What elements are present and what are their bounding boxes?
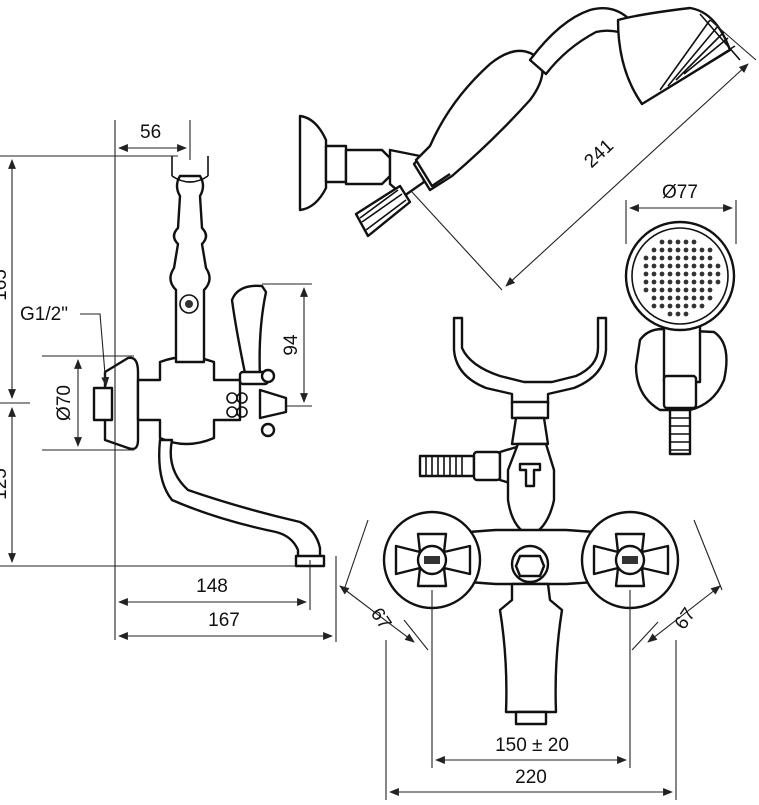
hand-shower-dimensions <box>411 19 757 291</box>
spray-hole <box>667 247 673 253</box>
spray-hole <box>659 279 665 285</box>
dim-spout-projection: 148 <box>196 576 228 597</box>
dim-overall-projection: 167 <box>208 610 240 631</box>
spray-hole <box>651 263 657 269</box>
spray-hole <box>667 279 673 285</box>
spray-hole <box>651 295 657 301</box>
spray-hole <box>699 247 705 253</box>
dim-connection-thread: G1/2" <box>20 304 68 325</box>
shower-head-front-view <box>624 220 736 456</box>
spray-hole <box>659 271 665 277</box>
spray-hole <box>699 255 705 261</box>
spray-hole <box>699 271 705 277</box>
spray-hole <box>643 279 649 285</box>
spray-hole <box>707 255 713 261</box>
spray-hole <box>699 295 705 301</box>
spray-hole <box>643 255 649 261</box>
spray-hole <box>715 279 721 285</box>
spray-hole <box>675 279 681 285</box>
side-view-dimensions <box>0 120 337 642</box>
spray-hole <box>675 287 681 293</box>
spray-hole <box>691 271 697 277</box>
spray-hole <box>667 287 673 293</box>
spray-hole <box>699 287 705 293</box>
spray-hole <box>683 311 689 317</box>
spray-hole <box>651 279 657 285</box>
spray-hole <box>659 263 665 269</box>
spray-hole <box>691 287 697 293</box>
dim-height-bottom: 125 <box>0 468 11 500</box>
spray-hole <box>651 255 657 261</box>
spray-hole <box>683 279 689 285</box>
spray-hole <box>667 303 673 309</box>
dim-height-top: 165 <box>0 269 11 301</box>
spray-hole <box>675 303 681 309</box>
dim-top-width: 56 <box>140 122 161 143</box>
spray-hole <box>667 255 673 261</box>
spray-hole <box>707 263 713 269</box>
spray-hole <box>699 279 705 285</box>
spray-hole <box>643 263 649 269</box>
dim-center-distance: 150 ± 20 <box>495 735 569 756</box>
spray-hole <box>683 239 689 245</box>
spray-hole <box>683 247 689 253</box>
spray-hole <box>651 271 657 277</box>
spray-hole <box>683 287 689 293</box>
spray-hole <box>691 239 697 245</box>
spray-hole <box>675 311 681 317</box>
front-view-dimensions <box>339 519 723 800</box>
side-view-drawing <box>92 156 326 568</box>
dim-hand-shower-length: 241 <box>580 135 618 172</box>
spray-hole <box>691 263 697 269</box>
spray-hole <box>691 255 697 261</box>
spray-hole <box>707 295 713 301</box>
spray-hole <box>659 287 665 293</box>
spray-hole <box>643 271 649 277</box>
spray-hole <box>691 279 697 285</box>
spray-hole <box>667 239 673 245</box>
spray-hole <box>707 247 713 253</box>
spray-hole <box>667 271 673 277</box>
dim-lever-height: 94 <box>281 334 302 356</box>
spray-hole <box>707 271 713 277</box>
spray-hole <box>683 255 689 261</box>
spray-hole <box>675 295 681 301</box>
spray-hole <box>659 295 665 301</box>
spray-hole <box>675 263 681 269</box>
spray-hole <box>675 239 681 245</box>
spray-hole <box>659 239 665 245</box>
spray-hole <box>691 295 697 301</box>
dim-flange-diameter: Ø70 <box>54 385 75 421</box>
spray-hole <box>675 247 681 253</box>
spray-hole <box>667 311 673 317</box>
spray-hole <box>699 303 705 309</box>
spray-hole <box>667 295 673 301</box>
spray-hole <box>651 247 657 253</box>
spray-hole <box>707 279 713 285</box>
spray-hole <box>651 287 657 293</box>
spray-hole <box>659 247 665 253</box>
spray-hole <box>707 287 713 293</box>
spray-hole <box>651 303 657 309</box>
spray-hole <box>691 303 697 309</box>
front-view-drawing <box>382 316 680 726</box>
spray-hole <box>675 255 681 261</box>
spray-hole <box>699 263 705 269</box>
spray-hole <box>659 303 665 309</box>
spray-hole <box>683 303 689 309</box>
dim-flange-right: 67 <box>671 604 700 633</box>
dim-overall-width: 220 <box>515 767 547 788</box>
spray-hole <box>643 287 649 293</box>
spray-hole <box>659 255 665 261</box>
spray-hole <box>715 271 721 277</box>
spray-hole <box>683 271 689 277</box>
dim-shower-head-diameter: Ø77 <box>662 182 698 203</box>
spray-hole <box>683 295 689 301</box>
spray-hole <box>667 263 673 269</box>
spray-hole <box>683 263 689 269</box>
spray-hole <box>691 247 697 253</box>
spray-hole <box>675 271 681 277</box>
spray-hole <box>715 263 721 269</box>
